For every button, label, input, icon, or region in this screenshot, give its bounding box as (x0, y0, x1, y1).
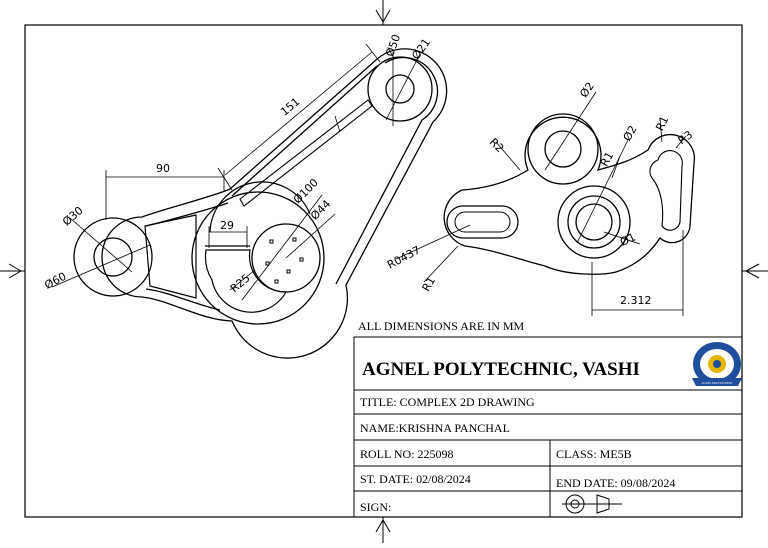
projection-symbol-icon (562, 494, 622, 514)
title-block-frame (353, 336, 743, 518)
dim-r1-c: R1 (420, 275, 439, 294)
dim-r2: R2 (487, 136, 507, 156)
dim-d2-mid: Ø2 (621, 123, 640, 143)
dim-d60: Ø60 (42, 270, 68, 292)
dim-d50: Ø50 (383, 33, 403, 59)
dim-r1-a: R1 (598, 150, 617, 169)
dim-r1-b: R1 (653, 114, 671, 133)
roll-no: ROLL NO: 225098 (360, 447, 454, 461)
hole-mid (575, 203, 613, 241)
left-part (73, 48, 448, 359)
logo-text: AGNEL POLYTECHNIC (701, 381, 732, 385)
right-dimension-lines (395, 91, 687, 316)
dim-90: 90 (156, 162, 170, 175)
dim-151: 151 (278, 95, 302, 118)
dim-d21: Ø21 (409, 36, 433, 62)
slot-left (446, 205, 519, 239)
slot-right (649, 150, 683, 231)
hole-top (544, 130, 582, 168)
hole-d30 (93, 237, 133, 277)
dim-29: 29 (220, 219, 234, 232)
title-block: ALL DIMENSIONS ARE IN MM AGNEL POLYTECHN… (353, 319, 743, 518)
drawing-title: TITLE: COMPLEX 2D DRAWING (360, 395, 535, 409)
left-dimension-lines (51, 43, 421, 301)
dim-d1: Ø1 (618, 230, 638, 248)
right-dimension-texts: Ø2 Ø2 R1 R1 R3 R2 R0437 R1 Ø1 2.312 (385, 80, 695, 307)
dim-d30: Ø30 (60, 204, 86, 229)
hole-d21 (385, 74, 415, 104)
dimensions-note: ALL DIMENSIONS ARE IN MM (358, 319, 525, 333)
student-name: NAME:KRISHNA PANCHAL (360, 421, 510, 435)
left-part-inner-outline (335, 56, 439, 285)
left-part-outline (101, 48, 448, 359)
start-date: ST. DATE: 02/08/2024 (360, 472, 471, 486)
class-label: CLASS: ME5B (556, 447, 632, 461)
right-part (443, 113, 696, 275)
institute-name: AGNEL POLYTECHNIC, VASHI (362, 359, 640, 380)
institute-logo: AGNEL POLYTECHNIC (692, 342, 742, 386)
right-part-outline (443, 116, 696, 275)
dim-r0437: R0437 (385, 243, 423, 271)
sign-label: SIGN: (360, 500, 391, 514)
dim-d2-top: Ø2 (577, 80, 597, 100)
sheet-border (24, 24, 743, 518)
end-date: END DATE: 09/08/2024 (556, 476, 675, 490)
dim-2312: 2.312 (620, 294, 652, 307)
